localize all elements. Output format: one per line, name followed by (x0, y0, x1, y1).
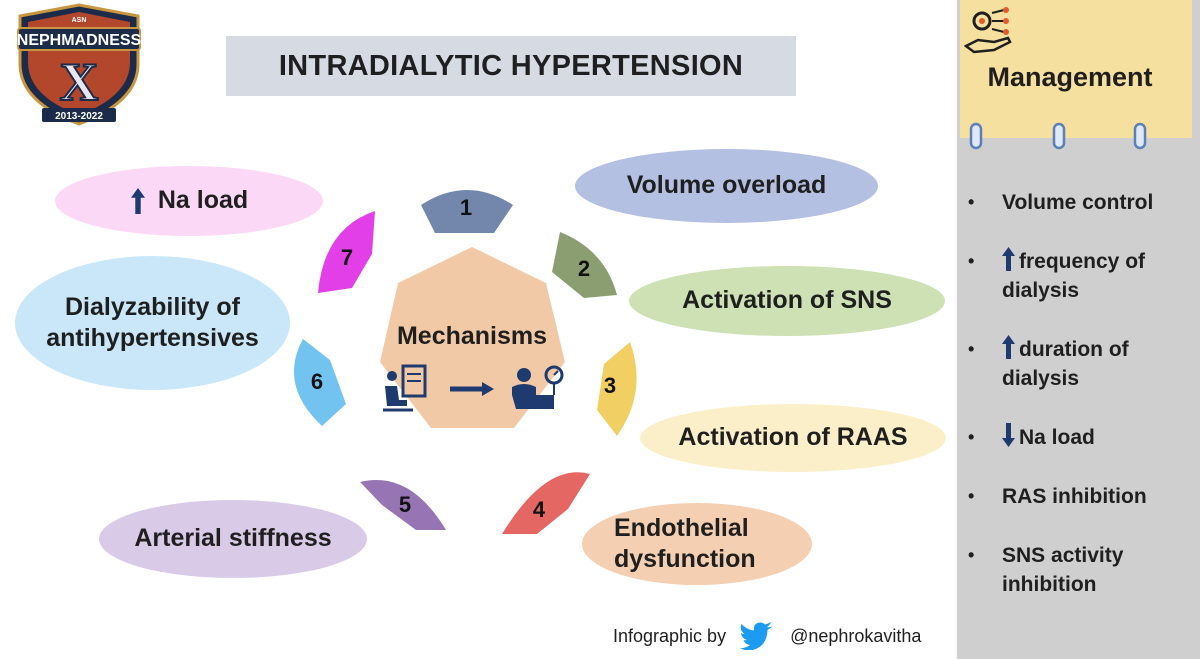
mechanism-endothelial-dysfunction: Endothelial dysfunction (582, 503, 812, 585)
management-item-text: Na load (1019, 426, 1095, 449)
arrow-up-icon (1002, 335, 1015, 359)
management-item-text: Volume control (1002, 191, 1154, 214)
mechanism-activation-raas: Activation of RAAS (640, 404, 946, 472)
bullet-icon: • (968, 486, 975, 506)
logo-numeral: X (60, 52, 99, 112)
management-item: • Volume control (968, 188, 1188, 217)
mechanisms-diagram: 1 2 3 4 5 6 7 (293, 190, 637, 534)
mechanism-arterial-stiffness: Arterial stiffness (99, 500, 367, 578)
mechanism-wedge-5 (360, 480, 446, 530)
hypertension-patient-icon (512, 365, 564, 409)
bullet-icon: • (968, 427, 975, 447)
arrow-up-icon (1002, 247, 1015, 271)
mechanism-activation-sns: Activation of SNS (629, 266, 945, 336)
bullet-icon: • (968, 339, 975, 359)
mechanism-wedge-4 (502, 472, 590, 534)
management-item-text: frequency of dialysis (1002, 250, 1146, 302)
bullet-icon: • (968, 192, 975, 212)
mechanism-wedge-6 (293, 339, 346, 426)
twitter-bird-icon (740, 622, 774, 650)
mechanism-number-7: 7 (341, 245, 353, 270)
management-item: • RAS inhibition (968, 482, 1188, 511)
management-title: Management (987, 62, 1153, 92)
credit-prefix: Infographic by (613, 625, 727, 646)
mechanism-dialyzability: Dialyzability of antihypertensives (15, 256, 290, 390)
mechanism-number-3: 3 (604, 373, 616, 398)
management-item: • frequency of dialysis (968, 247, 1188, 305)
mechanisms-label: Mechanisms (396, 322, 548, 350)
page-title: INTRADIALYTIC HYPERTENSION (226, 36, 796, 96)
management-list: • Volume control • frequency of dialysis • du… (968, 188, 1188, 629)
dialysis-patient-icon (383, 364, 427, 412)
binder-rings-icon (969, 122, 1147, 150)
management-item: • Na load (968, 423, 1188, 452)
right-arrow-icon (450, 382, 494, 396)
logo-small-text: ASN (72, 17, 87, 24)
mechanism-na-load: Na load (55, 166, 323, 236)
logo-years: 2013-2022 (55, 111, 103, 122)
mechanism-wedge-2 (552, 232, 617, 298)
arrow-up-icon (130, 188, 145, 214)
nephmadness-logo: NEPHMADNESS ASN X 2013-2022 (17, 3, 142, 126)
bullet-icon: • (968, 251, 975, 271)
na-load-text: Na load (157, 186, 249, 215)
bullet-icon: • (968, 545, 975, 565)
management-header (960, 0, 1192, 138)
mechanism-wedge-3 (597, 342, 637, 436)
mechanism-number-2: 2 (578, 256, 590, 281)
management-item-text: SNS activity inhibition (1002, 544, 1124, 596)
management-item: • SNS activity inhibition (968, 541, 1188, 599)
management-item-text: RAS inhibition (1002, 485, 1147, 508)
logo-brand-text: NEPHMADNESS (17, 32, 142, 49)
management-item-text: duration of dialysis (1002, 338, 1129, 390)
credit-line: Infographic by @nephrokavitha (613, 622, 921, 650)
mechanism-number-4: 4 (533, 497, 546, 522)
mechanism-number-5: 5 (399, 492, 411, 517)
mechanism-volume-overload: Volume overload (575, 149, 878, 223)
arrow-down-icon (1002, 423, 1015, 447)
mechanism-wedge-1 (421, 190, 513, 233)
mechanism-number-6: 6 (311, 369, 323, 394)
mechanism-number-1: 1 (460, 195, 472, 220)
credit-handle: @nephrokavitha (790, 625, 922, 646)
mechanism-wedge-7 (318, 211, 375, 293)
gear-hand-icon (964, 7, 1012, 54)
management-item: • duration of dialysis (968, 335, 1188, 393)
